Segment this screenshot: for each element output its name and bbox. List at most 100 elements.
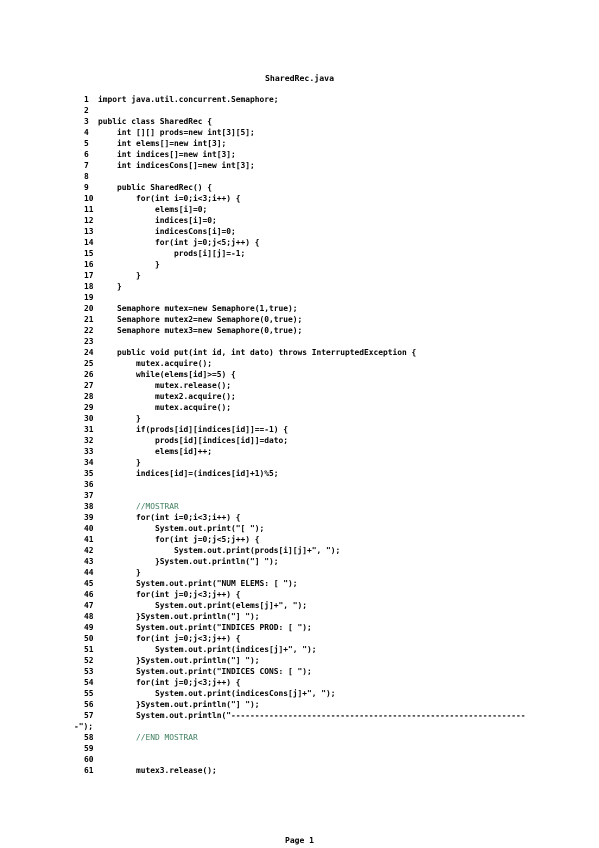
code-line: 5 int elems[]=new int[3];: [80, 138, 595, 149]
line-number: 24: [84, 348, 94, 357]
code-line: 35 indices[id]=(indices[id]+1)%5;: [80, 468, 595, 479]
code-text: -");: [74, 722, 94, 731]
code-text: if(prods[id][indices[id]]==-1) {: [98, 425, 289, 434]
line-number: 11: [84, 205, 94, 214]
line-number: 52: [84, 656, 94, 665]
code-text: //MOSTRAR: [98, 502, 179, 511]
line-number: 45: [84, 579, 94, 588]
line-number: 21: [84, 315, 94, 324]
line-number: 38: [84, 502, 94, 511]
code-text: }System.out.println("] ");: [98, 612, 260, 621]
code-line: 21 Semaphore mutex2=new Semaphore(0,true…: [80, 314, 595, 325]
line-number: 17: [84, 271, 94, 280]
line-number: 15: [84, 249, 94, 258]
line-number: 61: [84, 766, 94, 775]
line-number: 36: [84, 480, 94, 489]
code-text: mutex.acquire();: [98, 403, 232, 412]
code-line: 11 elems[i]=0;: [80, 204, 595, 215]
code-text: prods[i][j]=-1;: [98, 249, 246, 258]
line-number: 29: [84, 403, 94, 412]
code-line: 27 mutex.release();: [80, 380, 595, 391]
code-line: 51 System.out.print(indices[j]+", ");: [80, 644, 595, 655]
line-number: 35: [84, 469, 94, 478]
line-number: 49: [84, 623, 94, 632]
line-number: 33: [84, 447, 94, 456]
code-text: mutex2.acquire();: [98, 392, 236, 401]
line-number: 16: [84, 260, 94, 269]
line-number: 37: [84, 491, 94, 500]
code-text: System.out.print(elems[j]+", ");: [98, 601, 308, 610]
line-number: 58: [84, 733, 94, 742]
code-text: int [][] prods=new int[3][5];: [98, 128, 255, 137]
code-line: 33 elems[id]++;: [80, 446, 595, 457]
line-number: 4: [84, 128, 89, 137]
line-number: 48: [84, 612, 94, 621]
code-line: 26 while(elems[id]>=5) {: [80, 369, 595, 380]
line-number: 53: [84, 667, 94, 676]
line-number: 43: [84, 557, 94, 566]
code-text: public void put(int id, int dato) throws…: [98, 348, 417, 357]
code-text: System.out.print("[ ");: [98, 524, 265, 533]
code-line: 17 }: [80, 270, 595, 281]
code-text: for(int j=0;j<3;j++) {: [98, 678, 241, 687]
code-text: indices[i]=0;: [98, 216, 217, 225]
line-number: 18: [84, 282, 94, 291]
code-text: System.out.print("INDICES PROD: [ ");: [98, 623, 312, 632]
line-number: 51: [84, 645, 94, 654]
line-number: 30: [84, 414, 94, 423]
line-number: 3: [84, 117, 89, 126]
code-line: 18 }: [80, 281, 595, 292]
line-number: 59: [84, 744, 94, 753]
code-line: 29 mutex.acquire();: [80, 402, 595, 413]
code-text: for(int i=0;i<3;i++) {: [98, 513, 241, 522]
code-line: 52 }System.out.println("] ");: [80, 655, 595, 666]
code-text: }: [98, 282, 122, 291]
line-number: 47: [84, 601, 94, 610]
line-number: 32: [84, 436, 94, 445]
code-line: 40 System.out.print("[ ");: [80, 523, 595, 534]
line-number: 2: [84, 106, 89, 115]
line-number: 6: [84, 150, 89, 159]
line-number: 28: [84, 392, 94, 401]
code-line: 28 mutex2.acquire();: [80, 391, 595, 402]
code-text: //END MOSTRAR: [98, 733, 198, 742]
line-number: 12: [84, 216, 94, 225]
code-text: Semaphore mutex3=new Semaphore(0,true);: [98, 326, 303, 335]
code-line: 32 prods[id][indices[id]]=dato;: [80, 435, 595, 446]
code-text: for(int j=0;j<5;j++) {: [98, 535, 260, 544]
code-text: while(elems[id]>=5) {: [98, 370, 236, 379]
code-line: 23: [80, 336, 595, 347]
line-number: 56: [84, 700, 94, 709]
code-text: indices[id]=(indices[id]+1)%5;: [98, 469, 279, 478]
code-line: 39 for(int i=0;i<3;i++) {: [80, 512, 595, 523]
code-line: 14 for(int j=0;j<5;j++) {: [80, 237, 595, 248]
code-line: 50 for(int j=0;j<3;j++) {: [80, 633, 595, 644]
line-number: 19: [84, 293, 94, 302]
code-line: 61 mutex3.release();: [80, 765, 595, 776]
code-line: 12 indices[i]=0;: [80, 215, 595, 226]
code-text: prods[id][indices[id]]=dato;: [98, 436, 289, 445]
code-text: int elems[]=new int[3];: [98, 139, 227, 148]
line-number: 34: [84, 458, 94, 467]
line-number: 27: [84, 381, 94, 390]
line-number: 20: [84, 304, 94, 313]
code-text: }: [98, 271, 141, 280]
line-number: 46: [84, 590, 94, 599]
code-text: elems[i]=0;: [98, 205, 208, 214]
code-text: public class SharedRec {: [98, 117, 213, 126]
code-text: }: [98, 414, 141, 423]
code-line: 22 Semaphore mutex3=new Semaphore(0,true…: [80, 325, 595, 336]
line-number: 10: [84, 194, 94, 203]
code-line: 4 int [][] prods=new int[3][5];: [80, 127, 595, 138]
code-text: }System.out.println("] ");: [98, 557, 279, 566]
code-line: 7 int indicesCons[]=new int[3];: [80, 160, 595, 171]
code-line: -");: [74, 721, 595, 732]
line-number: 5: [84, 139, 89, 148]
code-line: 55 System.out.print(indicesCons[j]+", ")…: [80, 688, 595, 699]
line-number: 39: [84, 513, 94, 522]
line-number: 60: [84, 755, 94, 764]
code-text: }: [98, 568, 141, 577]
code-line: 45 System.out.print("NUM ELEMS: [ ");: [80, 578, 595, 589]
code-text: mutex3.release();: [98, 766, 217, 775]
code-text: indicesCons[i]=0;: [98, 227, 236, 236]
